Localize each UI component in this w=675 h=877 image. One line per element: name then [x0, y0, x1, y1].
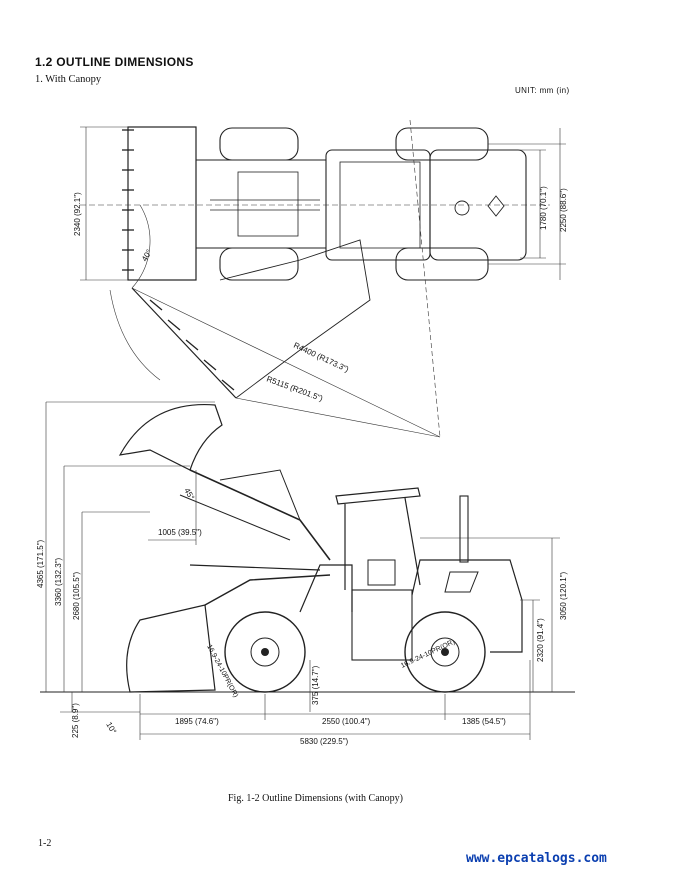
section-heading: 1.2 OUTLINE DIMENSIONS [35, 55, 194, 69]
subheading: 1. With Canopy [35, 74, 102, 85]
rear-overhang-label: 1385 (54.5") [462, 717, 506, 726]
steer-angle-label: 40° [140, 248, 154, 263]
dump-angle-label: 45° [182, 487, 196, 502]
rollback-angle-label: 10° [104, 721, 118, 736]
bucket-top-view [127, 126, 197, 281]
tread-label: 1780 (70.1") [539, 186, 548, 230]
hood-height-label: 2320 (91.4") [536, 618, 545, 662]
canopy-height-label: 3050 (120.1") [559, 571, 568, 620]
raised-bucket [118, 403, 223, 471]
front-wheel [224, 611, 306, 693]
lowered-bucket [126, 604, 216, 693]
max-pin-height-label: 4365 (171.5") [36, 539, 45, 588]
radius-outer-label: R5115 (R201.5") [265, 374, 324, 403]
dump-reach-label: 1005 (39.5") [158, 528, 202, 537]
dump-clearance-label: 2680 (105.5") [72, 571, 81, 620]
overall-width-label: 2250 (88.6") [559, 188, 568, 232]
watermark: www.epcatalogs.com [466, 851, 607, 866]
side-view: 4365 (171.5") 3360 (132.3") 2680 (105.5"… [36, 401, 575, 746]
rear-wheel [404, 611, 486, 693]
top-view: 2340 (92.1") 1780 (70.1") 2250 (88.6") R… [73, 119, 568, 438]
canopy [335, 487, 421, 505]
radius-inner-label: R4400 (R173.3") [292, 341, 350, 375]
figure-caption: Fig. 1-2 Outline Dimensions (with Canopy… [228, 793, 403, 804]
page-number: 1-2 [38, 838, 52, 849]
bucket-width-label: 2340 (92.1") [73, 192, 82, 236]
front-overhang-label: 1895 (74.6") [175, 717, 219, 726]
wheelbase-label: 2550 (100.4") [322, 717, 371, 726]
overall-length-label: 5830 (229.5") [300, 737, 349, 746]
unit-note: UNIT: mm (in) [515, 86, 570, 95]
rear-body [411, 559, 523, 653]
ground-clearance-label: 375 (14.7") [311, 665, 320, 705]
dig-depth-label: 225 (8.9") [71, 703, 80, 738]
pin-height-label: 3360 (132.3") [54, 557, 63, 606]
